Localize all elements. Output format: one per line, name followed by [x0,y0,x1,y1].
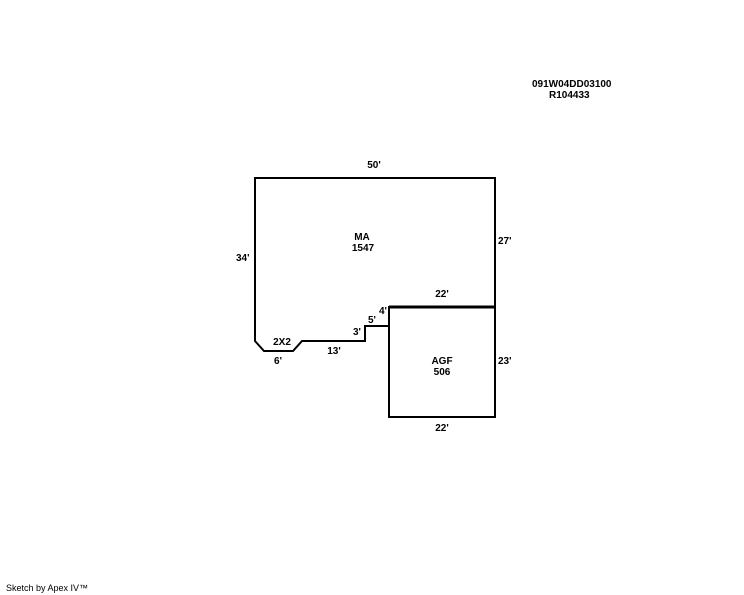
dim-step-5: 5' [368,315,376,326]
dim-garage-bottom: 22' [435,423,449,434]
corner-label: 2X2 [273,337,291,348]
dim-ma-right: 27' [498,236,512,247]
main-area-sqft: 1547 [351,243,375,254]
garage-sqft: 506 [433,367,451,378]
main-area-code: MA [354,232,370,243]
dim-step-3: 3' [353,327,361,338]
parcel-id: 091W04DD03100 [532,79,612,90]
dim-ma-left: 34' [236,253,250,264]
dim-garage-top: 22' [435,289,449,300]
dim-garage-right: 23' [498,356,512,367]
main-area-outline [254,177,496,352]
dim-ma-top: 50' [367,160,381,171]
dim-bottom-6: 6' [274,356,282,367]
account-id: R104433 [549,90,590,101]
garage-code: AGF [431,356,453,367]
dim-step-4: 4' [379,306,387,317]
dim-bottom-13: 13' [327,346,341,357]
sketch-credit: Sketch by Apex IV™ [6,583,89,593]
